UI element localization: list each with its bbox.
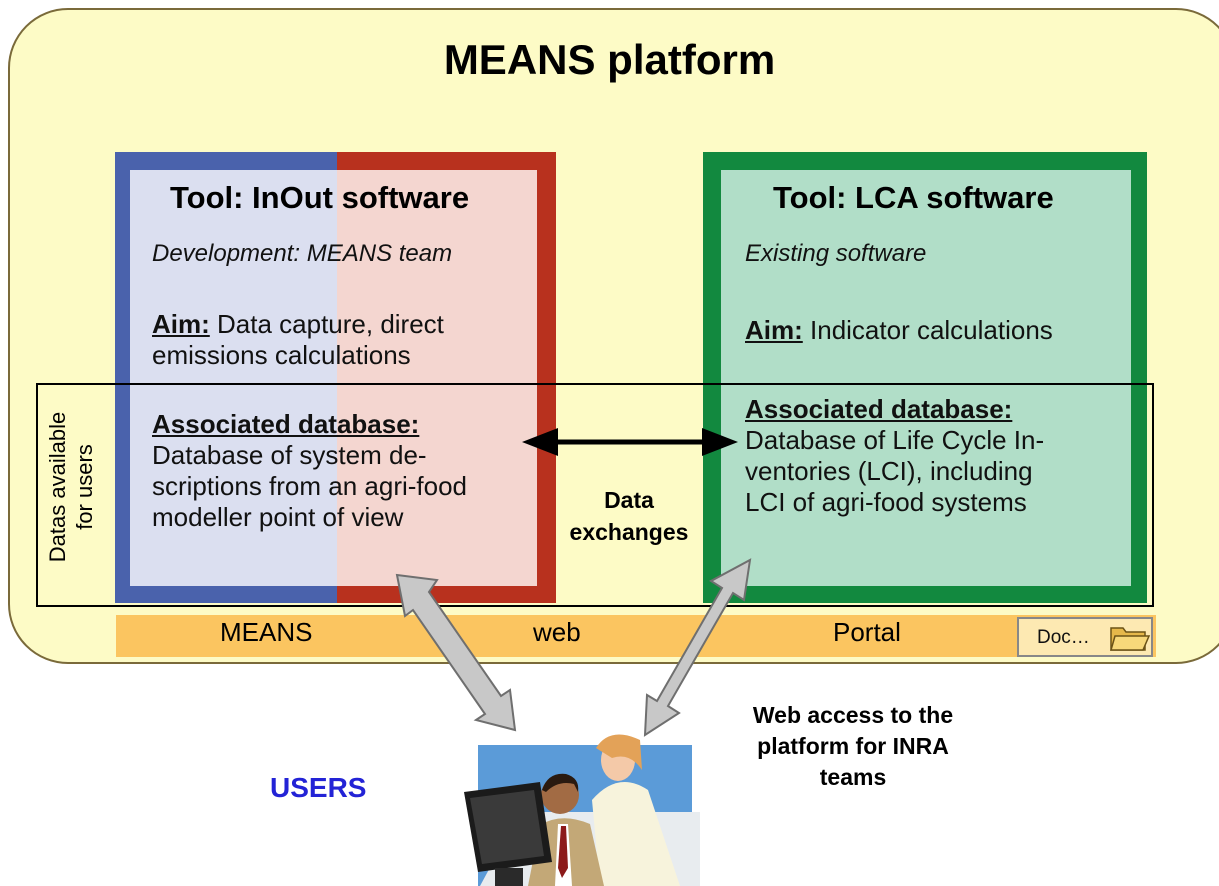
data-available-band — [36, 383, 1154, 607]
portal-word-means: MEANS — [220, 617, 313, 647]
web-access-line: Web access to the — [752, 702, 954, 728]
data-exchanges-label: Data exchanges — [548, 484, 710, 548]
inout-development: Development: MEANS team — [152, 240, 453, 267]
web-access-arrow-right — [643, 558, 752, 737]
portal-word-portal: Portal — [833, 617, 901, 647]
lca-db-line: ventories (LCI), including — [745, 456, 1033, 486]
users-at-computer-icon — [464, 734, 700, 886]
doc-label: Doc… — [1037, 627, 1090, 648]
inout-aim: Aim: Data capture, direct emissions calc… — [152, 309, 444, 371]
lca-db-label: Associated database: — [745, 394, 1013, 424]
inout-aim-label: Aim: — [152, 309, 210, 339]
folder-icon — [1110, 627, 1151, 651]
platform-title: MEANS platform — [443, 36, 776, 83]
web-access-line: platform for INRA — [757, 733, 949, 759]
lca-tool-title: Tool: LCA software — [773, 180, 1054, 215]
lca-tool-panel — [721, 170, 1131, 586]
portal-word-web: web — [533, 617, 581, 647]
web-access-label: Web access to the platform for INRA team… — [718, 700, 988, 793]
lca-aim-label: Aim: — [745, 315, 803, 345]
web-access-line: teams — [819, 764, 887, 790]
lca-db-line: LCI of agri-food systems — [745, 487, 1027, 517]
inout-db-line: modeller point of view — [152, 502, 404, 532]
inout-tool-title: Tool: InOut software — [170, 180, 470, 215]
inout-db-label: Associated database: — [152, 409, 420, 439]
lca-aim: Aim: Indicator calculations — [745, 315, 1053, 346]
web-portal-bar[interactable] — [116, 615, 1156, 657]
web-access-arrow-left — [395, 573, 517, 732]
lca-db-line: Database of Life Cycle In- — [745, 425, 1045, 455]
users-label: USERS — [270, 772, 367, 803]
lca-database: Associated database: Database of Life Cy… — [745, 394, 1044, 518]
inout-aim-line: emissions calculations — [152, 340, 411, 370]
double-arrow-icon — [522, 428, 738, 456]
data-exchanges-line: exchanges — [569, 519, 689, 545]
data-exchanges-line: Data — [604, 487, 654, 513]
inout-aim-line: Data capture, direct — [209, 309, 444, 339]
inout-tool-panel — [130, 170, 537, 586]
lca-development: Existing software — [745, 240, 927, 267]
inout-db-line: scriptions from an agri-food — [152, 471, 468, 501]
doc-button[interactable]: Doc… — [1017, 617, 1153, 657]
inout-db-line: Database of system de- — [152, 440, 427, 470]
lca-aim-text: Indicator calculations — [802, 315, 1053, 345]
inout-database: Associated database: Database of system … — [152, 409, 467, 533]
